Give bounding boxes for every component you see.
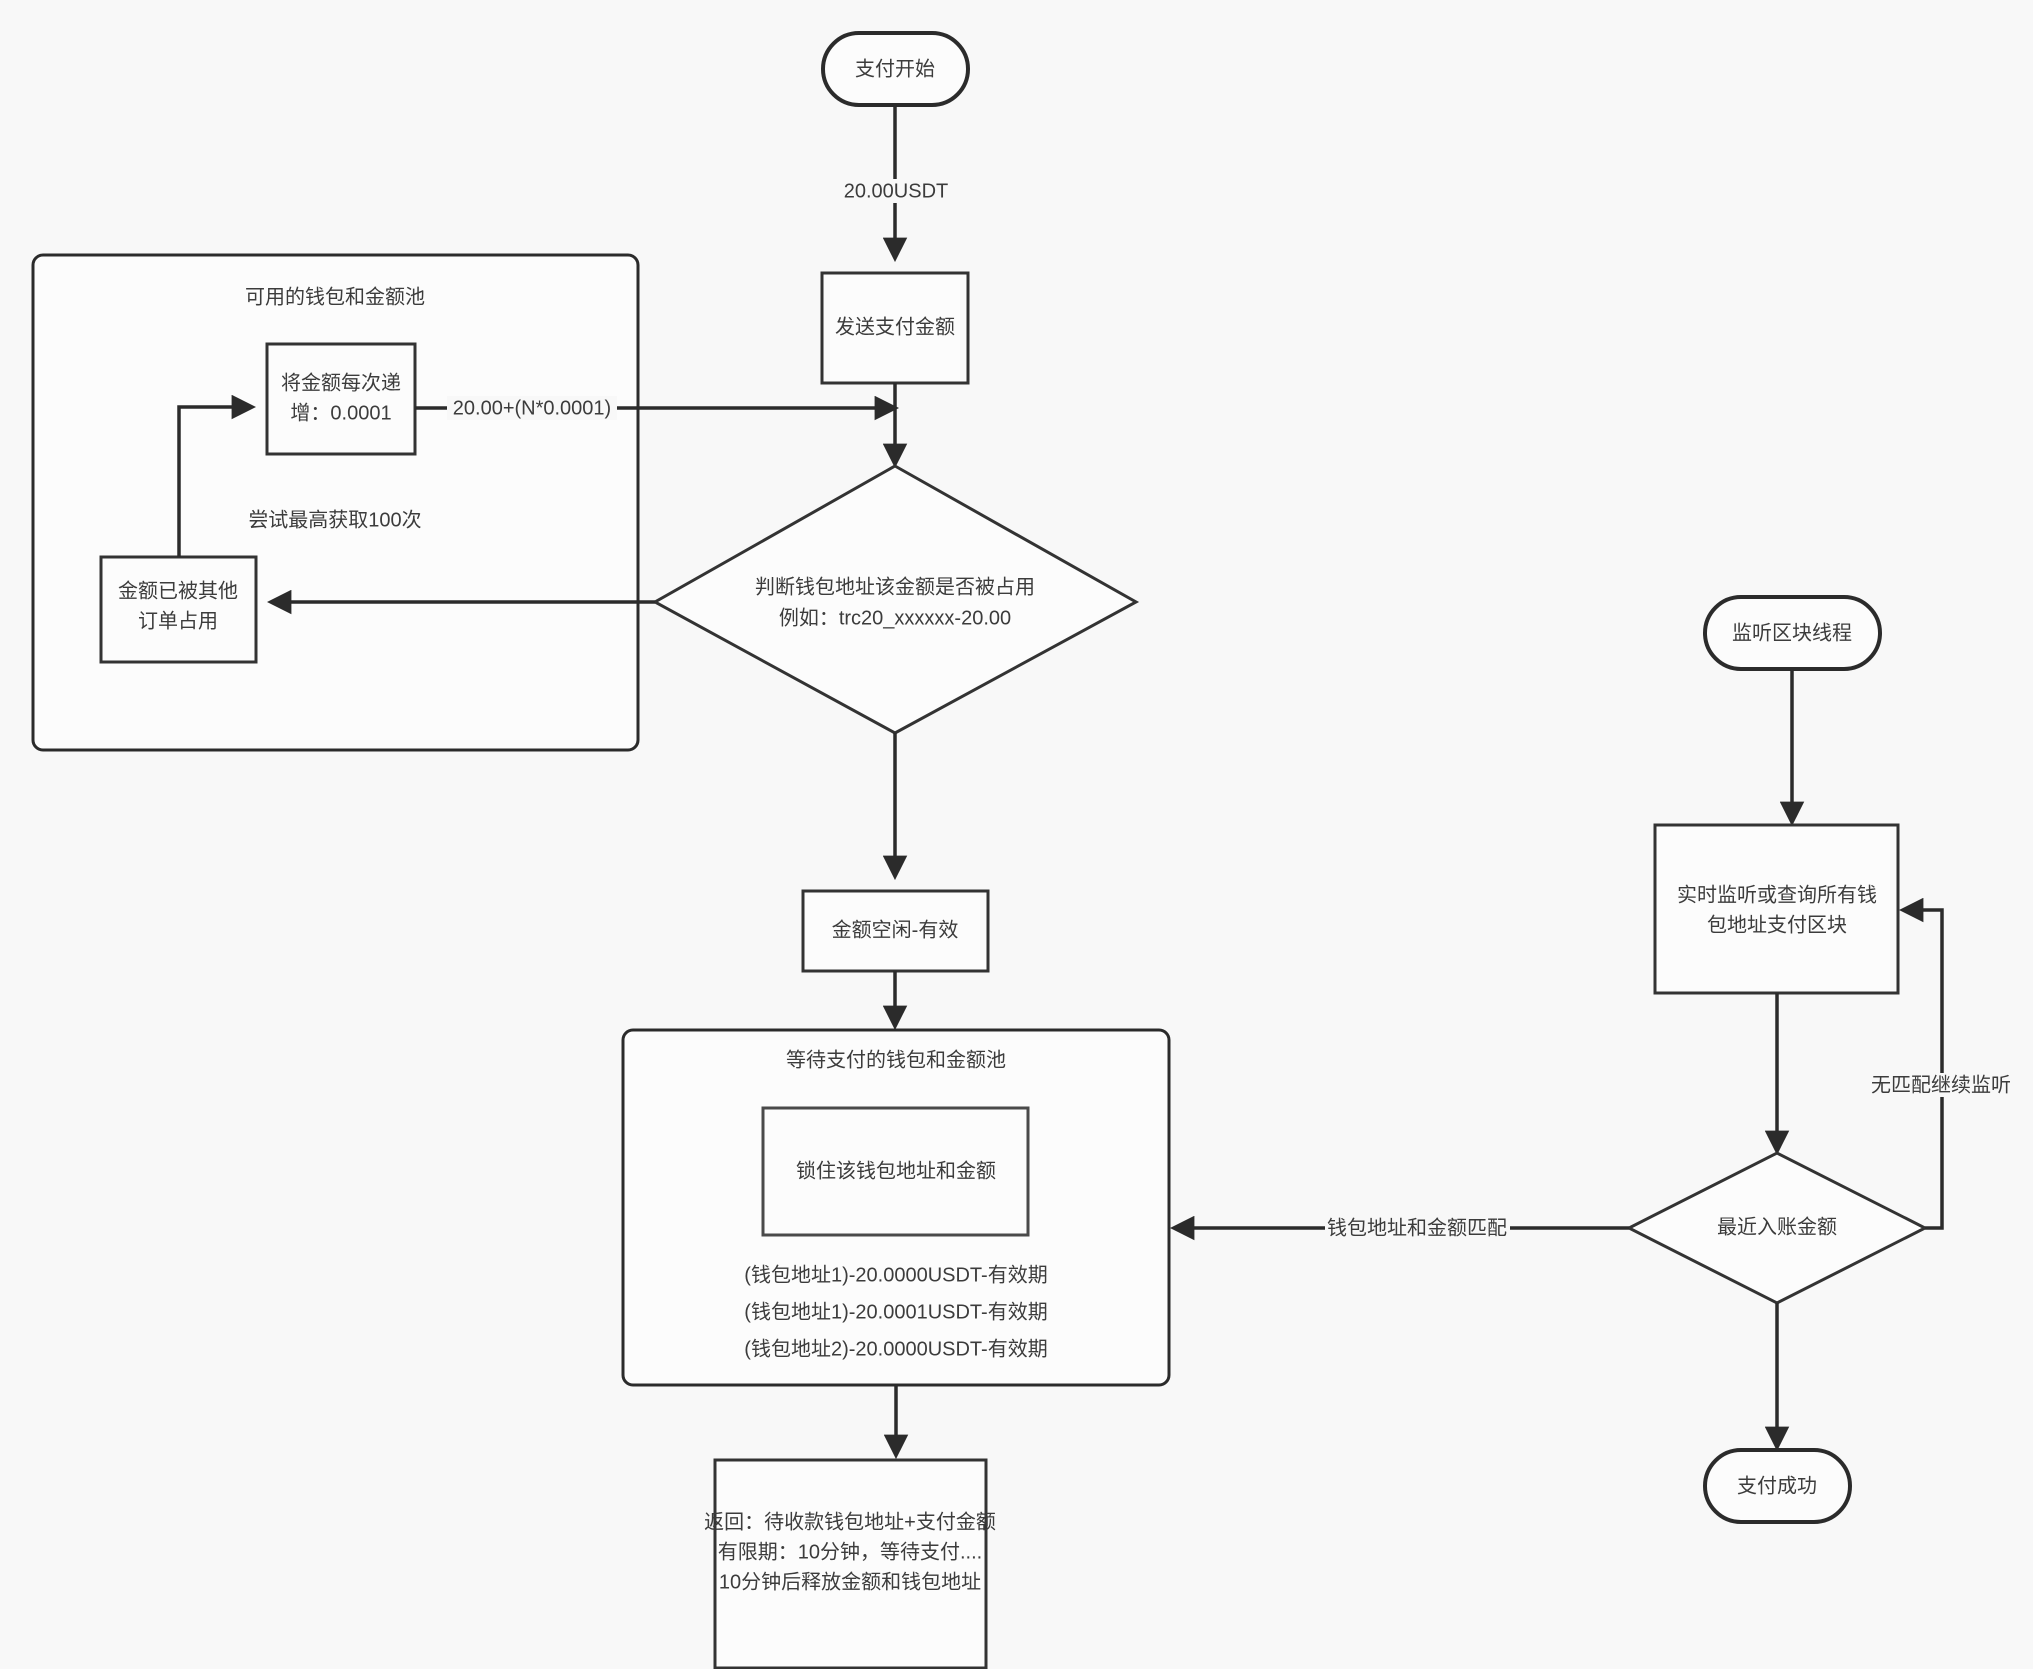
listen-block-thread-node[interactable]: 监听区块线程 [1703,595,1882,671]
check-amount-occupied-line1: 判断钱包地址该金额是否被占用 [755,575,1035,598]
available-wallet-pool: 可用的钱包和金额池 尝试最高获取100次 将金额每次递 增：0.0001 金额已… [31,253,640,752]
send-payment-amount-label: 发送支付金额 [835,315,955,338]
start-node[interactable]: 支付开始 [821,31,970,107]
return-payment-info-node[interactable]: 返回：待收款钱包地址+支付金额 有限期：10分钟，等待支付.... 10分钟后释… [704,1458,996,1669]
waiting-pool-entry-3: (钱包地址2)-20.0000USDT-有效期 [744,1337,1047,1360]
return-payment-info-box[interactable] [713,1458,988,1669]
recent-credited-amount-label: 最近入账金额 [1717,1215,1837,1238]
edge-label-start-to-send: 20.00USDT [841,179,951,203]
return-payment-info-line1: 返回：待收款钱包地址+支付金额 [704,1510,996,1533]
check-amount-occupied-diamond[interactable] [651,464,1140,735]
check-amount-occupied-decision[interactable]: 判断钱包地址该金额是否被占用 例如：trc20_xxxxxx-20.00 [651,464,1140,735]
payment-success-node[interactable]: 支付成功 [1703,1448,1852,1524]
realtime-listen-query-node[interactable]: 实时监听或查询所有钱 包地址支付区块 [1653,823,1900,995]
edge-label-no-match: 无匹配继续监听 [1864,1073,2019,1097]
recent-credited-amount-decision[interactable]: 最近入账金额 [1625,1151,1929,1305]
waiting-pool-title: 等待支付的钱包和金额池 [786,1048,1006,1071]
edge-label-increment-to-check: 20.00+(N*0.0001) [447,396,617,420]
svg-text:钱包地址和金额匹配: 钱包地址和金额匹配 [1327,1216,1507,1239]
amount-occupied-line2: 订单占用 [138,609,218,632]
waiting-pool-entry-1: (钱包地址1)-20.0000USDT-有效期 [744,1263,1047,1286]
check-amount-occupied-line2: 例如：trc20_xxxxxx-20.00 [779,606,1011,629]
available-pool-note: 尝试最高获取100次 [248,508,421,531]
lock-wallet-amount-node[interactable]: 锁住该钱包地址和金额 [761,1106,1030,1237]
amount-free-node[interactable]: 金额空闲-有效 [801,889,990,973]
return-payment-info-line2: 有限期：10分钟，等待支付.... [718,1540,982,1563]
increment-amount-node[interactable]: 将金额每次递 增：0.0001 [265,342,417,456]
svg-text:无匹配继续监听: 无匹配继续监听 [1871,1073,2011,1096]
edge-label-matched: 钱包地址和金额匹配 [1325,1216,1510,1240]
payment-success-label: 支付成功 [1737,1474,1817,1497]
available-pool-box [31,253,640,752]
waiting-payment-pool: 等待支付的钱包和金额池 锁住该钱包地址和金额 (钱包地址1)-20.0000US… [621,1028,1171,1387]
available-pool-title: 可用的钱包和金额池 [245,285,425,308]
return-payment-info-line3: 10分钟后释放金额和钱包地址 [719,1570,981,1593]
svg-text:20.00USDT: 20.00USDT [844,180,949,202]
listen-block-thread-label: 监听区块线程 [1732,621,1852,644]
start-node-label: 支付开始 [855,57,935,80]
lock-wallet-amount-label: 锁住该钱包地址和金额 [796,1159,996,1182]
edge-no-match-loop [1898,897,1944,1230]
amount-occupied-node[interactable]: 金额已被其他 订单占用 [99,555,258,664]
increment-amount-line2: 增：0.0001 [290,401,391,424]
increment-amount-line1: 将金额每次递 [281,371,401,394]
amount-free-box[interactable] [801,889,990,973]
realtime-listen-query-line2: 包地址支付区块 [1707,913,1847,936]
edge-occupied-to-increment [177,394,257,557]
amount-occupied-line1: 金额已被其他 [118,579,238,602]
waiting-pool-entry-2: (钱包地址1)-20.0001USDT-有效期 [744,1300,1047,1323]
lock-wallet-amount-box[interactable] [761,1106,1030,1237]
svg-text:20.00+(N*0.0001): 20.00+(N*0.0001) [453,397,611,419]
realtime-listen-query-line1: 实时监听或查询所有钱 [1677,883,1877,906]
increment-amount-box[interactable] [265,342,417,456]
payment-success-shape[interactable] [1703,1448,1852,1524]
amount-occupied-box[interactable] [99,555,258,664]
realtime-listen-query-box[interactable] [1653,823,1900,995]
amount-free-label: 金额空闲-有效 [832,918,959,941]
send-payment-amount-node[interactable]: 发送支付金额 [820,271,970,385]
